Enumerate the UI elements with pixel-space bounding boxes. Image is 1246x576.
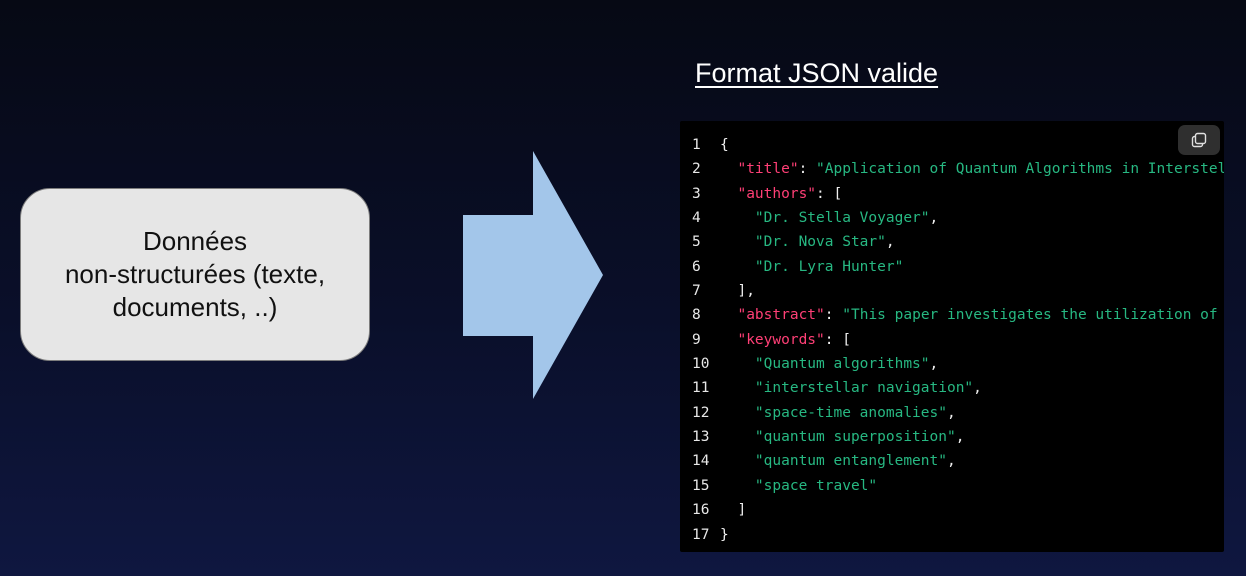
json-key: "authors" xyxy=(737,185,817,202)
copy-button[interactable] xyxy=(1178,125,1220,155)
json-punctuation: ] xyxy=(720,502,747,519)
line-number: 15 xyxy=(692,477,710,494)
line-number: 11 xyxy=(692,380,710,397)
line-number: 1 xyxy=(692,137,701,153)
source-line: non-structurées (texte, xyxy=(64,259,326,289)
source-line: documents, ..) xyxy=(112,292,278,322)
line-number: 16 xyxy=(692,502,710,519)
json-string: "Dr. Nova Star" xyxy=(754,234,886,251)
json-punctuation xyxy=(720,405,755,421)
json-punctuation xyxy=(720,478,755,494)
json-punctuation: , xyxy=(946,404,956,421)
code-line: 5 "Dr. Nova Star", xyxy=(692,230,1224,254)
json-punctuation xyxy=(720,259,755,275)
json-punctuation: , xyxy=(929,210,939,227)
json-string: "Dr. Lyra Hunter" xyxy=(754,258,904,275)
line-number: 17 xyxy=(692,526,710,543)
json-punctuation: , xyxy=(946,453,956,470)
code-line: 12 "space-time anomalies", xyxy=(692,401,1224,425)
json-string: "interstellar navigation" xyxy=(754,380,974,397)
json-punctuation xyxy=(720,186,737,202)
line-number: 12 xyxy=(692,404,710,421)
json-punctuation: : xyxy=(824,307,843,324)
line-number: 6 xyxy=(692,258,701,275)
line-number: 10 xyxy=(692,356,710,373)
json-punctuation xyxy=(720,332,737,348)
json-punctuation: , xyxy=(955,429,965,446)
line-number: 14 xyxy=(692,453,710,470)
json-punctuation xyxy=(720,380,755,396)
json-punctuation xyxy=(720,210,755,226)
line-number: 5 xyxy=(692,234,701,251)
source-line: Données xyxy=(142,226,248,256)
json-code-block: 1{2 "title": "Application of Quantum Alg… xyxy=(680,121,1224,552)
right-arrow-icon xyxy=(463,151,603,399)
code-line: 9 "keywords": [ xyxy=(692,328,1224,352)
code-line: 11 "interstellar navigation", xyxy=(692,376,1224,400)
code-line: 7 ], xyxy=(692,279,1224,303)
code-line: 6 "Dr. Lyra Hunter" xyxy=(692,255,1224,279)
output-title: Format JSON valide xyxy=(695,58,939,88)
json-key: "abstract" xyxy=(737,307,825,324)
line-number: 3 xyxy=(692,185,701,202)
code-line: 17} xyxy=(692,523,1224,547)
json-punctuation: : xyxy=(798,161,817,178)
json-string: "space travel" xyxy=(754,477,878,494)
json-string: "space-time anomalies" xyxy=(754,404,947,421)
json-punctuation: , xyxy=(973,380,982,397)
code-line: 14 "quantum entanglement", xyxy=(692,449,1224,473)
copy-icon xyxy=(1191,132,1207,148)
json-punctuation: : [ xyxy=(816,185,843,202)
json-key: "title" xyxy=(737,161,799,178)
line-number: 4 xyxy=(692,210,701,227)
unstructured-data-label: Données non-structurées (texte, document… xyxy=(65,225,325,324)
code-line: 4 "Dr. Stella Voyager", xyxy=(692,206,1224,230)
code-line: 3 "authors": [ xyxy=(692,182,1224,206)
line-number: 9 xyxy=(692,331,701,348)
code-line: 13 "quantum superposition", xyxy=(692,425,1224,449)
json-punctuation xyxy=(720,453,755,469)
json-punctuation xyxy=(720,356,755,372)
json-punctuation: , xyxy=(929,356,939,373)
code-line: 10 "Quantum algorithms", xyxy=(692,352,1224,376)
line-number: 7 xyxy=(692,283,701,300)
code-line: 16 ] xyxy=(692,498,1224,522)
json-punctuation: } xyxy=(720,526,729,543)
json-string: "This paper investigates the utilization… xyxy=(842,307,1218,324)
json-string: "quantum superposition" xyxy=(754,429,956,446)
json-string: "quantum entanglement" xyxy=(754,453,947,470)
json-punctuation xyxy=(720,429,755,445)
json-punctuation: { xyxy=(720,137,729,153)
code-line: 15 "space travel" xyxy=(692,474,1224,498)
line-number: 2 xyxy=(692,161,701,178)
json-string: "Quantum algorithms" xyxy=(754,356,930,373)
unstructured-data-box: Données non-structurées (texte, document… xyxy=(20,188,370,361)
json-string: "Dr. Stella Voyager" xyxy=(754,210,930,227)
code-line: 8 "abstract": "This paper investigates t… xyxy=(692,303,1224,327)
code-line: 1{ xyxy=(692,133,1224,157)
json-punctuation: : [ xyxy=(824,331,851,348)
json-string: "Application of Quantum Algorithms in In… xyxy=(816,161,1224,178)
json-punctuation xyxy=(720,161,737,177)
code-line: 2 "title": "Application of Quantum Algor… xyxy=(692,157,1224,181)
json-punctuation xyxy=(720,234,755,250)
json-key: "keywords" xyxy=(737,331,825,348)
json-punctuation: ], xyxy=(720,283,755,300)
json-punctuation: , xyxy=(885,234,895,251)
line-number: 13 xyxy=(692,429,710,446)
code-lines: 1{2 "title": "Application of Quantum Alg… xyxy=(692,133,1224,547)
json-punctuation xyxy=(720,307,737,323)
line-number: 8 xyxy=(692,307,701,324)
